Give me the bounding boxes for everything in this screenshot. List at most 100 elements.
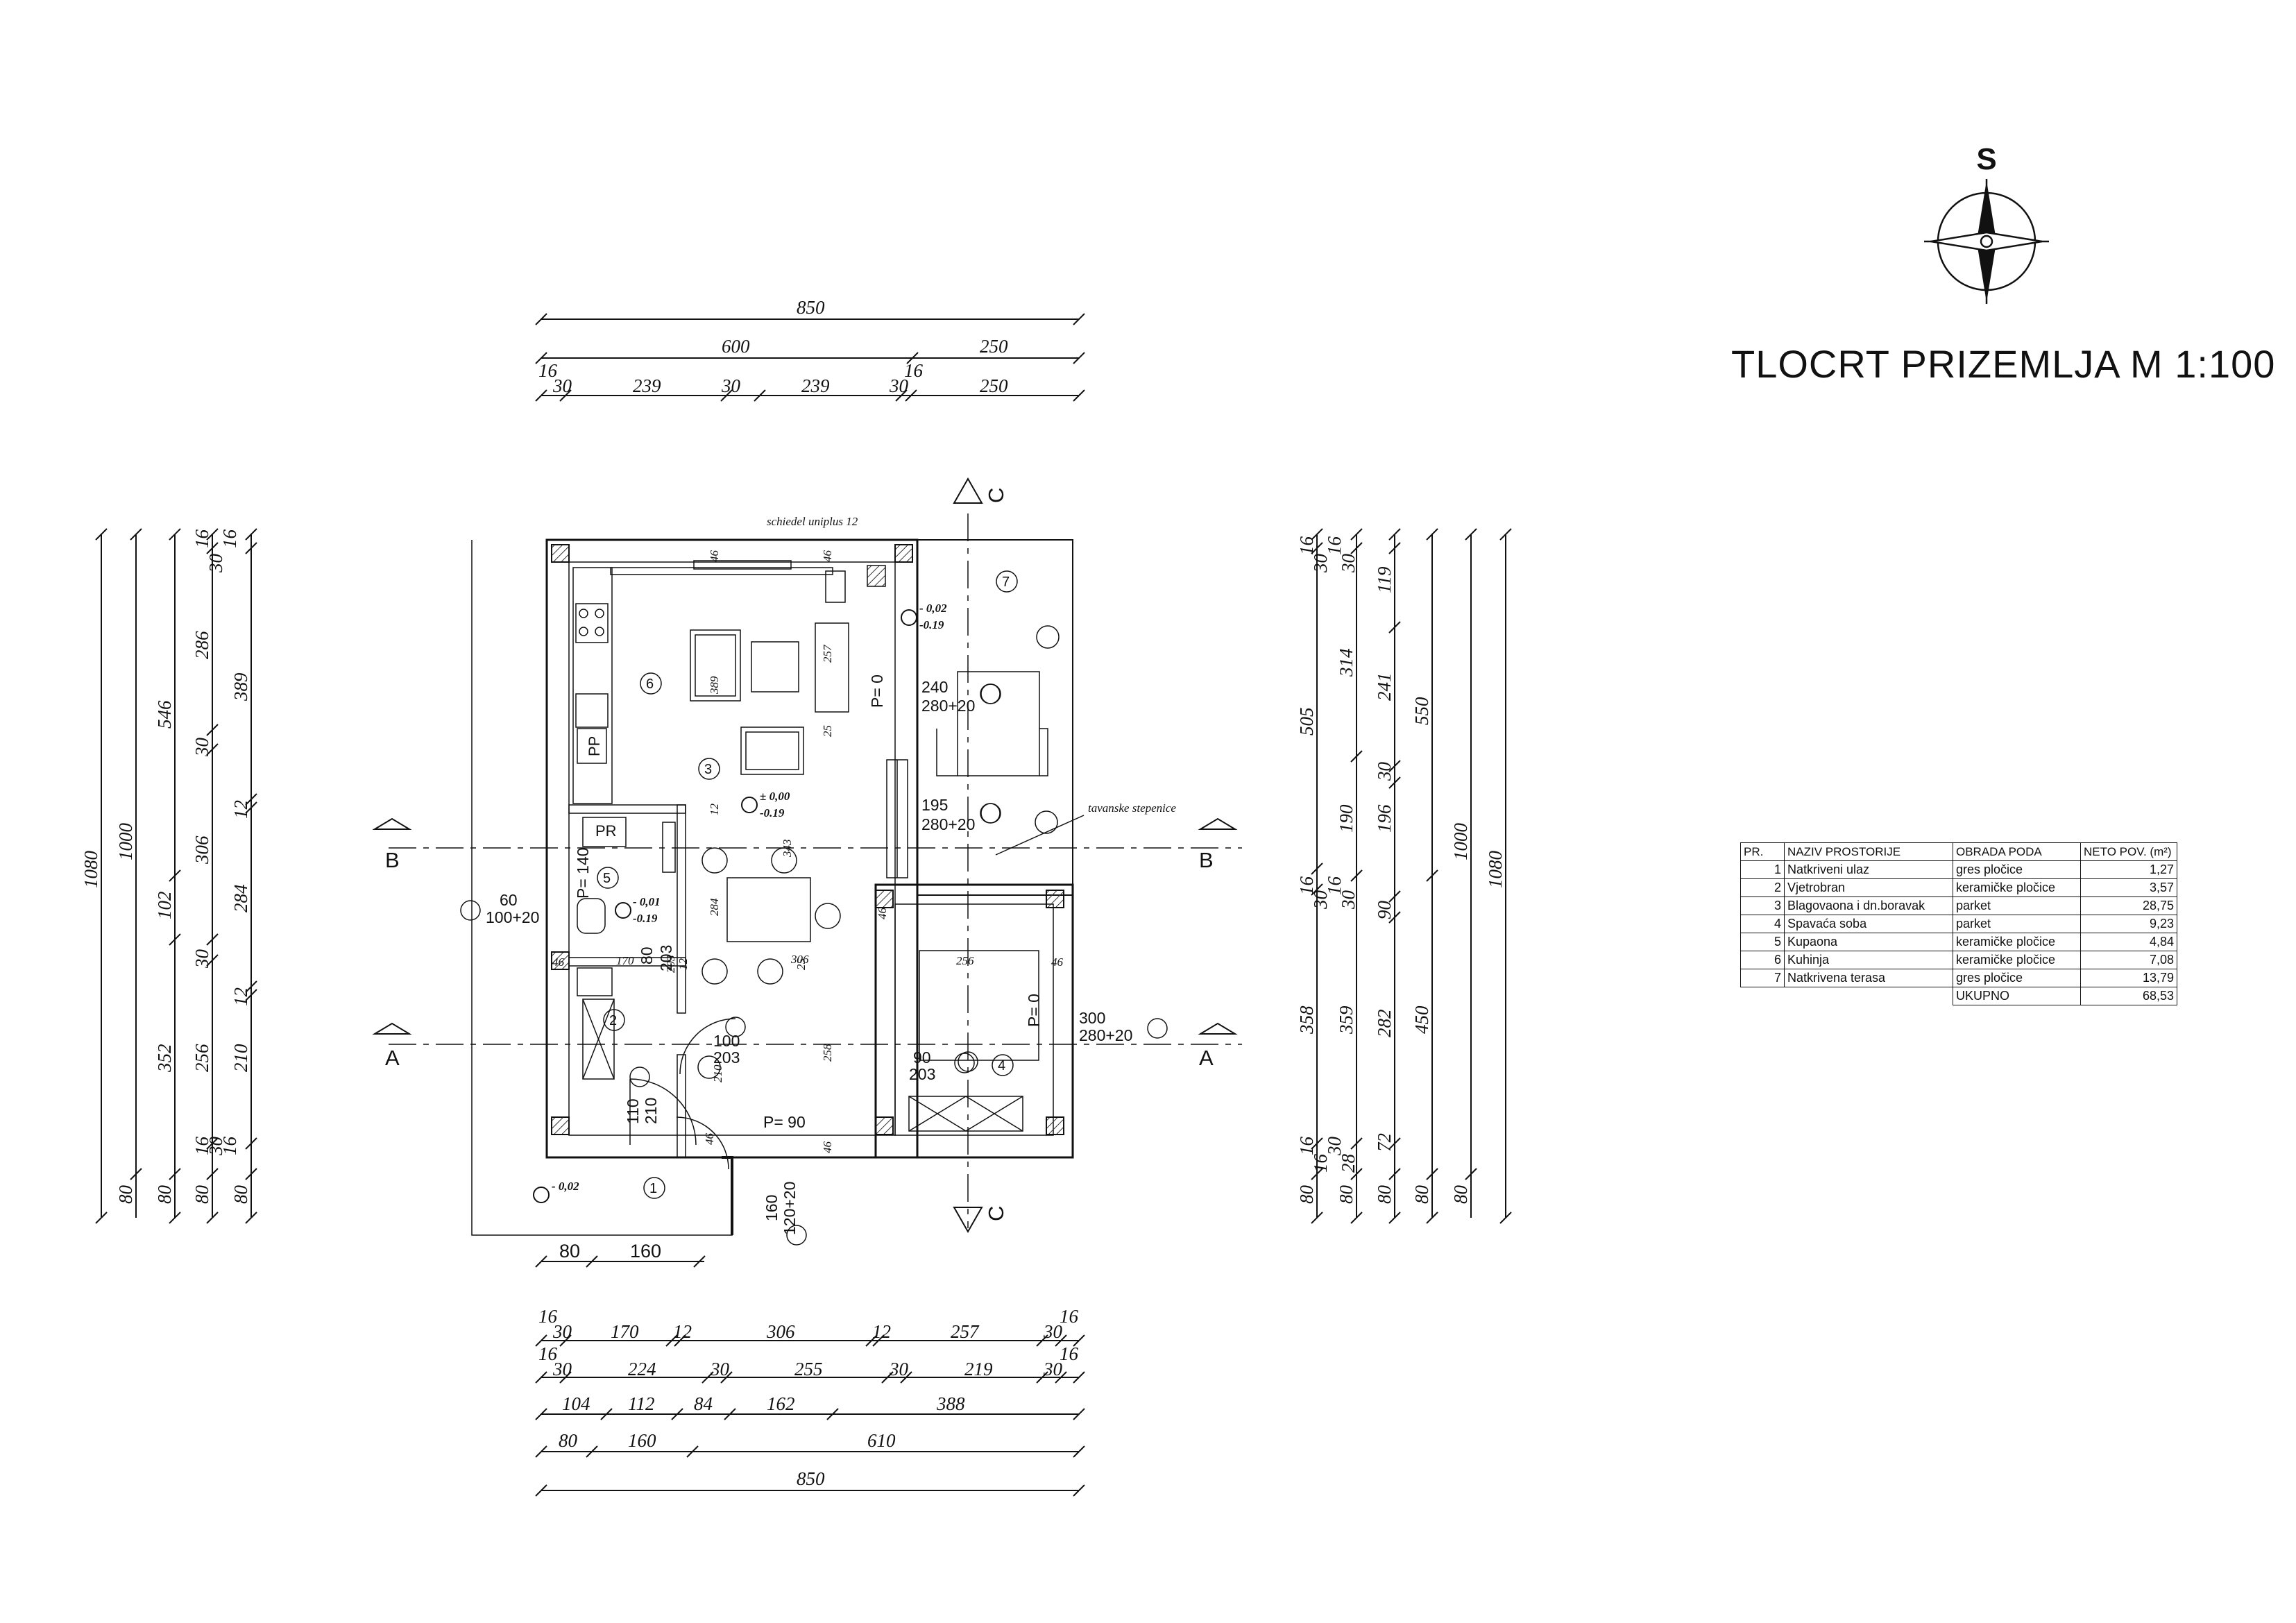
dim-label: 12 (677, 958, 690, 971)
total-value: 68,53 (2080, 987, 2177, 1005)
dim-label: 388 (936, 1393, 965, 1414)
dim-label: 30 (552, 1321, 572, 1342)
dim-label: 170 (611, 1321, 639, 1342)
opening-parapet: P= 90 (763, 1113, 806, 1131)
cell-name: Kuhinja (1784, 951, 1953, 969)
dim-label: 30 (552, 375, 572, 396)
level-label: - 0,01 (633, 895, 661, 908)
header-floor: OBRADA PODA (1953, 842, 2081, 861)
dim-label: 284 (230, 885, 251, 913)
opening-width: 90 (913, 1048, 931, 1067)
total-label: UKUPNO (1953, 987, 2081, 1005)
dim-label: 196 (1374, 804, 1395, 833)
table-row: 1 Natkriveni ulaz gres pločice 1,27 (1740, 860, 2177, 879)
dim-label: 450 (1411, 1005, 1432, 1034)
opening-height: 280+20 (1079, 1026, 1132, 1044)
cell-name: Vjetrobran (1784, 878, 1953, 897)
dim-label: 306 (192, 835, 212, 865)
dim-label: 352 (154, 1044, 175, 1073)
left-dimension-chains (95, 528, 257, 1224)
opening-width: 80 (638, 946, 656, 965)
dim-label: 16 (538, 1343, 558, 1364)
table-row: 6 Kuhinja keramičke pločice 7,08 (1740, 951, 2177, 969)
dim-label: 170 (616, 954, 634, 967)
dim-label: 1080 (80, 851, 101, 889)
table-row: 5 Kupaona keramičke pločice 4,84 (1740, 933, 2177, 951)
cell-area: 9,23 (2080, 915, 2177, 933)
dim-label: 286 (192, 631, 212, 659)
cell-area: 28,75 (2080, 897, 2177, 915)
dim-label: 30 (192, 738, 212, 758)
dim-label: 546 (154, 700, 175, 729)
cell-name: Kupaona (1784, 933, 1953, 951)
header-pr: PR. (1740, 842, 1785, 861)
room-marker-1: 1 (649, 1181, 657, 1196)
dim-label: 610 (867, 1430, 896, 1451)
cell-area: 1,27 (2080, 860, 2177, 879)
cell-pr: 4 (1740, 915, 1785, 933)
dim-label: 80 (230, 1185, 251, 1205)
opening-parapet: P= 0 (868, 674, 886, 708)
room-marker-4: 4 (998, 1058, 1005, 1073)
dim-label: 16 (1310, 1154, 1331, 1173)
dim-label: 162 (767, 1393, 795, 1414)
dim-label: 46 (708, 550, 721, 563)
dim-label: 306 (790, 953, 809, 966)
dim-label: 16 (219, 1137, 240, 1156)
dim-label: 30 (192, 949, 212, 969)
opening-labels: 240 280+20 P= 0 195 280+20 60 100+20 P= … (486, 674, 1132, 1235)
dim-label: 46 (1051, 955, 1064, 969)
dim-label: 16 (1324, 536, 1345, 556)
header-name: NAZIV PROSTORIJE (1784, 842, 1953, 861)
dim-label: 256 (956, 954, 974, 967)
dim-label: 119 (1374, 566, 1395, 593)
dim-label: 12 (673, 1321, 692, 1342)
opening-height: 100+20 (486, 908, 539, 926)
section-label-a: A (1199, 1046, 1214, 1070)
dim-label: 28 (1338, 1154, 1359, 1173)
north-arrow-icon (1924, 179, 2049, 304)
dim-label: 239 (801, 375, 830, 396)
opening-height: 280+20 (921, 815, 975, 833)
opening-parapet: P= 0 (1025, 994, 1043, 1027)
dim-label: 30 (1310, 890, 1331, 910)
cell-name: Natkriveni ulaz (1784, 860, 1953, 879)
dim-label: 16 (1324, 876, 1345, 896)
opening-height: 210 (642, 1098, 660, 1124)
dim-label: 255 (794, 1359, 823, 1379)
dimension-labels: 850 600 250 16 30 239 30 239 30 16 250 1… (80, 297, 1506, 1489)
dim-label: 46 (876, 908, 889, 920)
room-marker-numbers: 1 2 3 4 5 6 7 (603, 575, 1010, 1196)
dim-label: 72 (1374, 1133, 1395, 1152)
dim-label: 250 (980, 375, 1008, 396)
cell-name: Natkrivena terasa (1784, 969, 1953, 987)
opening-height: 203 (909, 1065, 935, 1083)
dim-label: 306 (766, 1321, 795, 1342)
dim-label: 30 (1310, 554, 1331, 574)
cell-floor: parket (1953, 897, 2081, 915)
section-label-c: C (984, 488, 1008, 503)
dim-label: 257 (821, 644, 834, 663)
dim-label: 46 (552, 955, 565, 969)
dim-label: 30 (710, 1359, 730, 1379)
dim-label: 30 (205, 554, 226, 574)
dim-label: 84 (694, 1393, 713, 1414)
dim-label: 80 (559, 1241, 580, 1261)
building-walls (471, 538, 1074, 1236)
cell-floor: keramičke pločice (1953, 933, 2081, 951)
dim-label: 16 (192, 1137, 212, 1156)
dim-bottom-total: 850 (797, 1468, 825, 1489)
opening-width: 160 (763, 1195, 781, 1221)
table-total-row: UKUPNO 68,53 (1741, 987, 2177, 1005)
dim-label: 30 (721, 375, 741, 396)
cell-name: Spavaća soba (1784, 915, 1953, 933)
dim-label: 257 (951, 1321, 980, 1342)
level-markers (533, 609, 917, 1203)
chimney-note: schiedel uniplus 12 (767, 515, 858, 528)
dim-label: 241 (1374, 673, 1395, 702)
dim-label: 30 (1338, 890, 1359, 910)
dim-label: 16 (192, 529, 212, 549)
section-label-b: B (385, 848, 400, 872)
cell-pr: 5 (1740, 933, 1785, 951)
opening-height: 203 (713, 1048, 740, 1067)
